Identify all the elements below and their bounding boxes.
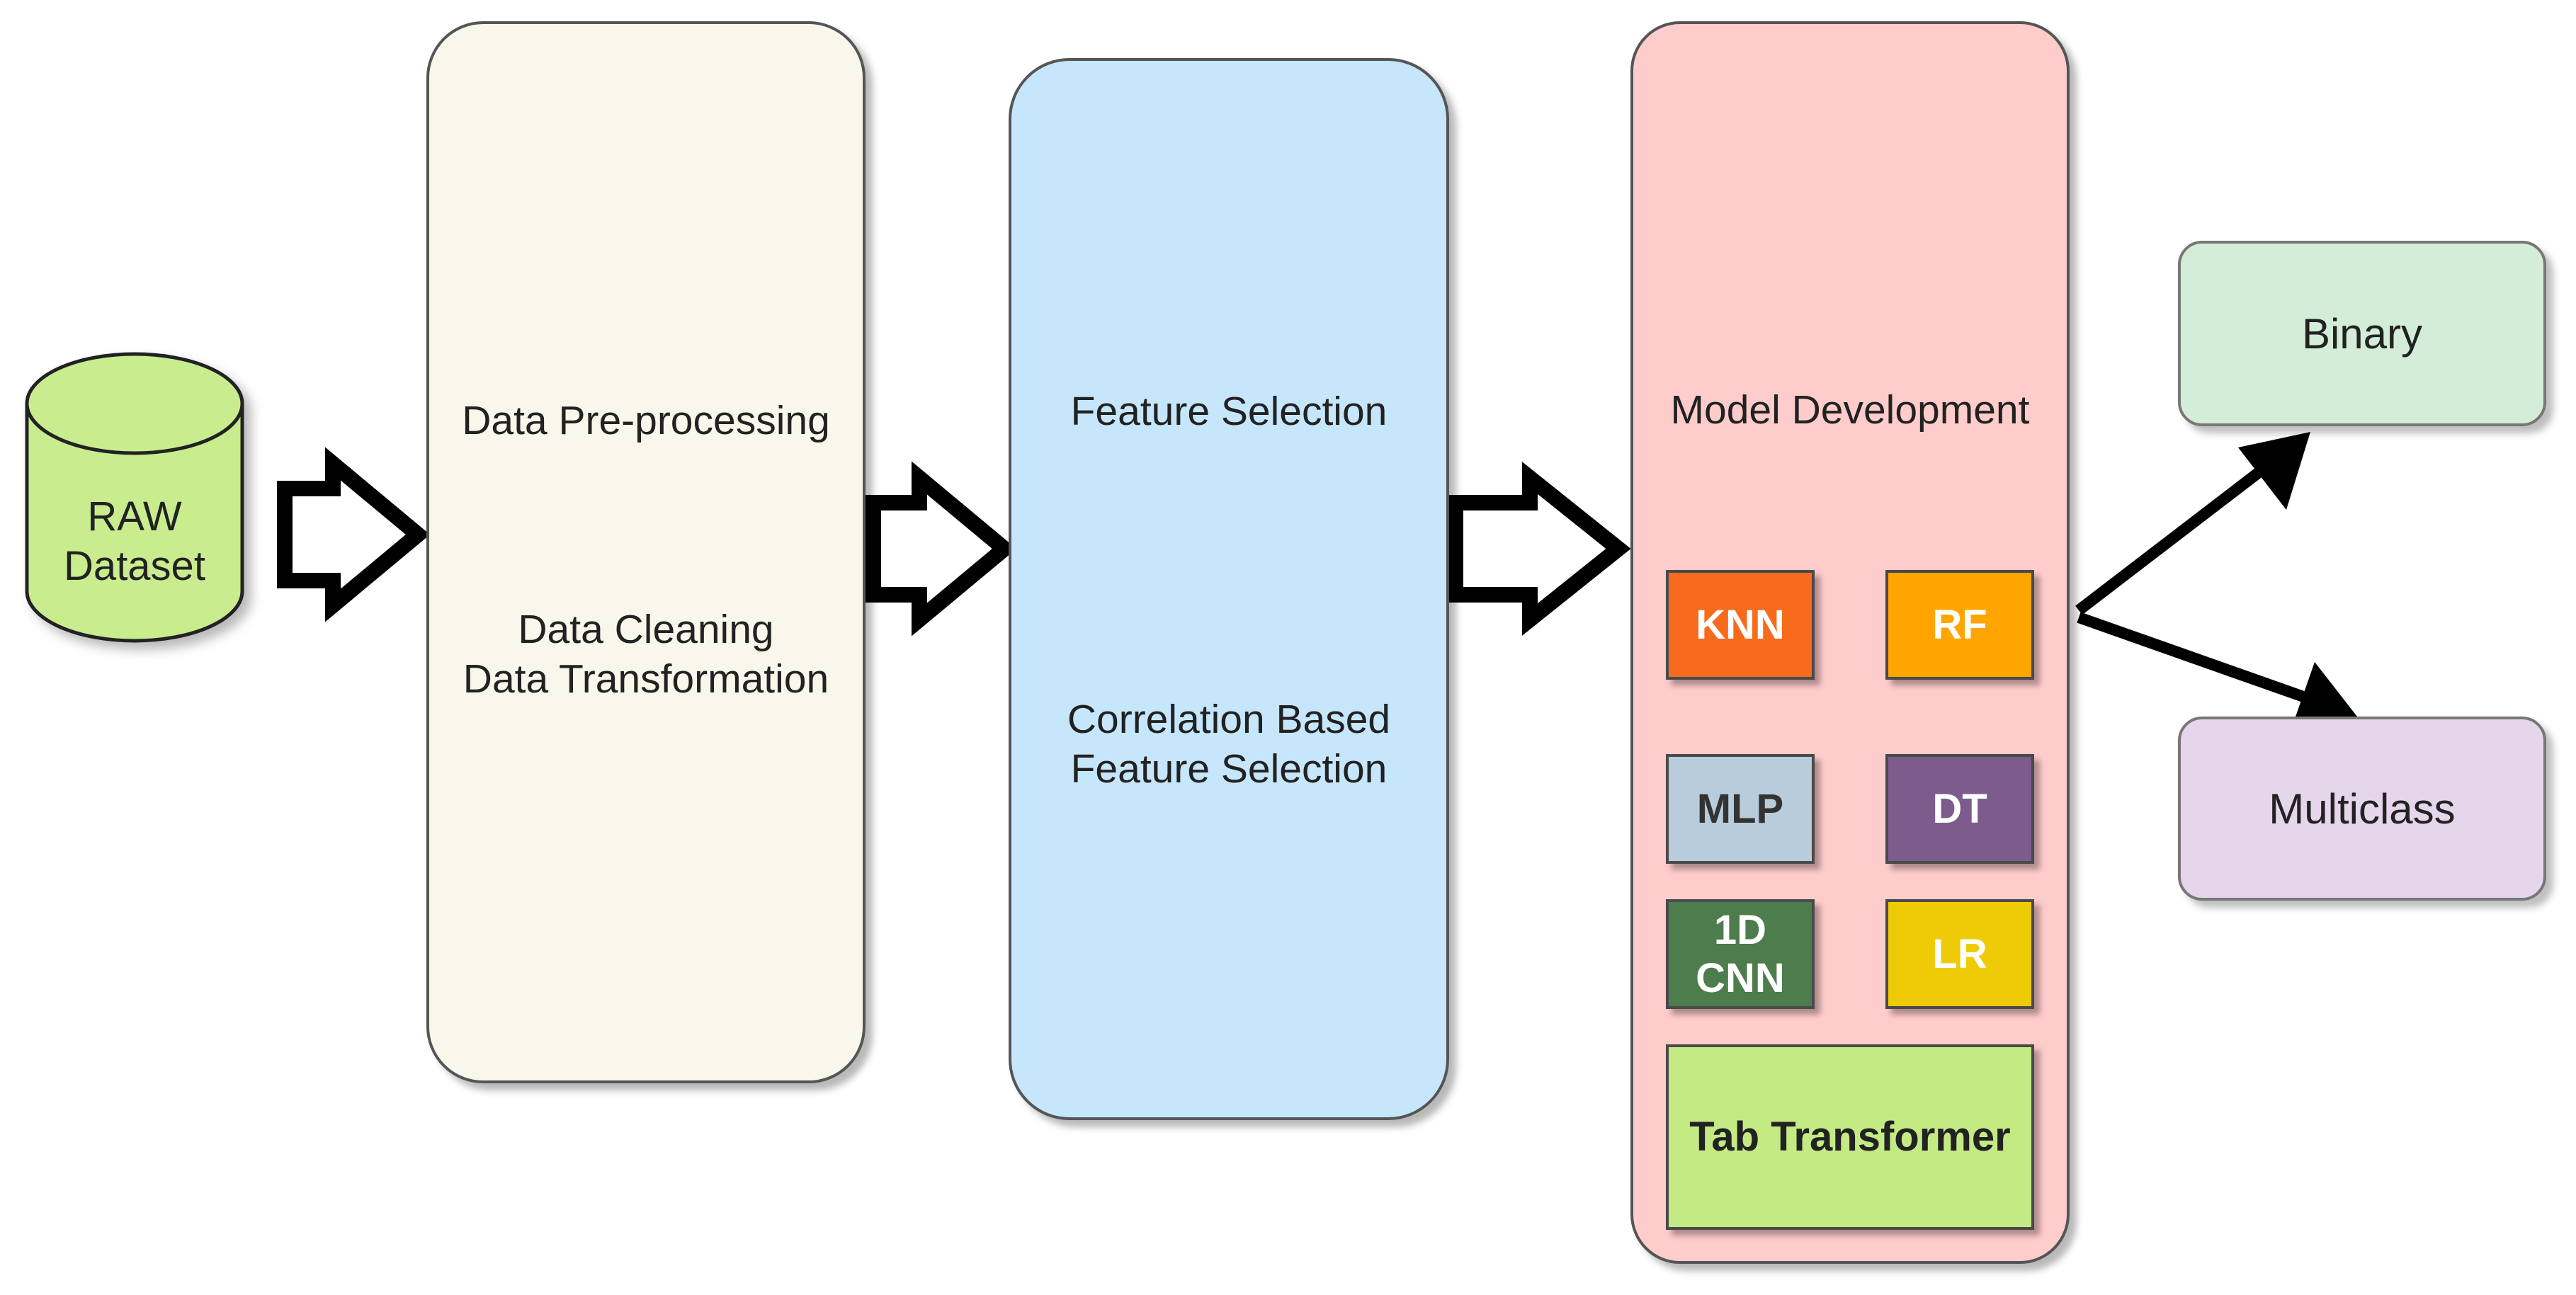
model-development-title: Model Development — [1670, 387, 2030, 433]
model-1d-cnn: 1D CNN — [1666, 899, 1815, 1009]
output-binary: Binary — [2178, 241, 2546, 426]
raw-dataset-label: RAW Dataset — [64, 494, 205, 589]
model-rf: RF — [1885, 570, 2034, 680]
arrow-to-binary-head — [2238, 432, 2310, 510]
cylinder-body — [25, 404, 244, 643]
feature-selection-title: Feature Selection — [1070, 389, 1388, 434]
arrow-feature-selection-to-model-development — [1448, 462, 1631, 636]
model-mlp: MLP — [1666, 754, 1815, 864]
data-preprocessing-steps: Data Cleaning Data Transformation — [463, 607, 829, 702]
model-dt: DT — [1885, 754, 2034, 864]
arrow-raw-to-preprocessing — [277, 447, 431, 622]
model-knn: KNN — [1666, 570, 1815, 680]
data-preprocessing-title: Data Pre-processing — [462, 398, 830, 443]
raw-dataset-cylinder — [25, 352, 244, 643]
arrow-to-multiclass-line — [2077, 612, 2308, 703]
feature-selection-method: Correlation Based Feature Selection — [1067, 697, 1391, 792]
data-preprocessing-stage: Data Pre-processing Data Cleaning Data T… — [426, 21, 866, 1083]
model-lr: LR — [1885, 899, 2034, 1009]
arrow-to-binary-line — [2075, 459, 2274, 615]
arrow-preprocessing-to-feature-selection — [866, 461, 1017, 637]
feature-selection-stage: Feature Selection Correlation Based Feat… — [1009, 58, 1449, 1120]
output-multiclass: Multiclass — [2178, 717, 2546, 901]
cylinder-top — [25, 352, 244, 455]
model-tab-transformer: Tab Transformer — [1666, 1044, 2034, 1230]
